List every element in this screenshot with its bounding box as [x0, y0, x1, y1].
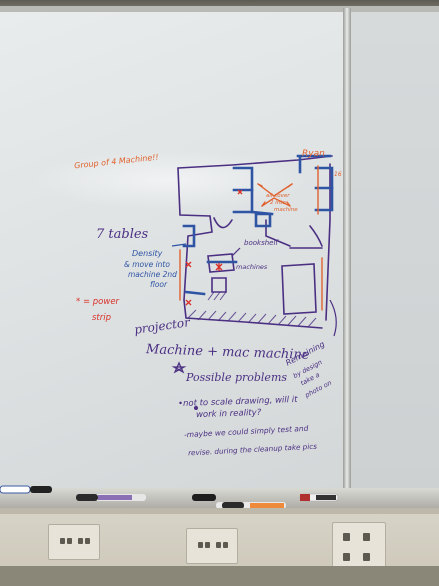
room-label: Ryan	[302, 149, 325, 159]
density-line3: machine 2nd	[128, 270, 177, 279]
density-line1: Density	[132, 249, 163, 258]
cluster-note-line1: all cover	[266, 193, 290, 199]
panel-divider	[343, 8, 351, 508]
power-outlet	[332, 522, 386, 572]
light-glare	[30, 150, 310, 210]
legend-line1: * = power	[76, 297, 120, 307]
whiteboard-side-panel	[350, 12, 439, 490]
bookshelf-label: bookshelf	[244, 239, 278, 247]
wall-trim	[0, 508, 439, 514]
density-line4: floor	[150, 280, 168, 289]
whiteboard-main-panel	[0, 12, 344, 490]
legend-line2: strip	[92, 313, 112, 323]
cluster-note-line3: machine	[274, 207, 298, 213]
tables-note: 7 tables	[96, 227, 149, 242]
power-outlet	[186, 528, 238, 564]
capacity-note: 16	[334, 171, 342, 178]
marker-tray	[0, 488, 439, 510]
density-line2: & move into	[124, 260, 170, 269]
power-outlet	[48, 524, 100, 560]
machines-label: machines	[236, 263, 268, 271]
floor	[0, 566, 439, 586]
problems-title: Possible problems	[186, 371, 288, 384]
cluster-note-line2: 2 into	[270, 200, 286, 206]
